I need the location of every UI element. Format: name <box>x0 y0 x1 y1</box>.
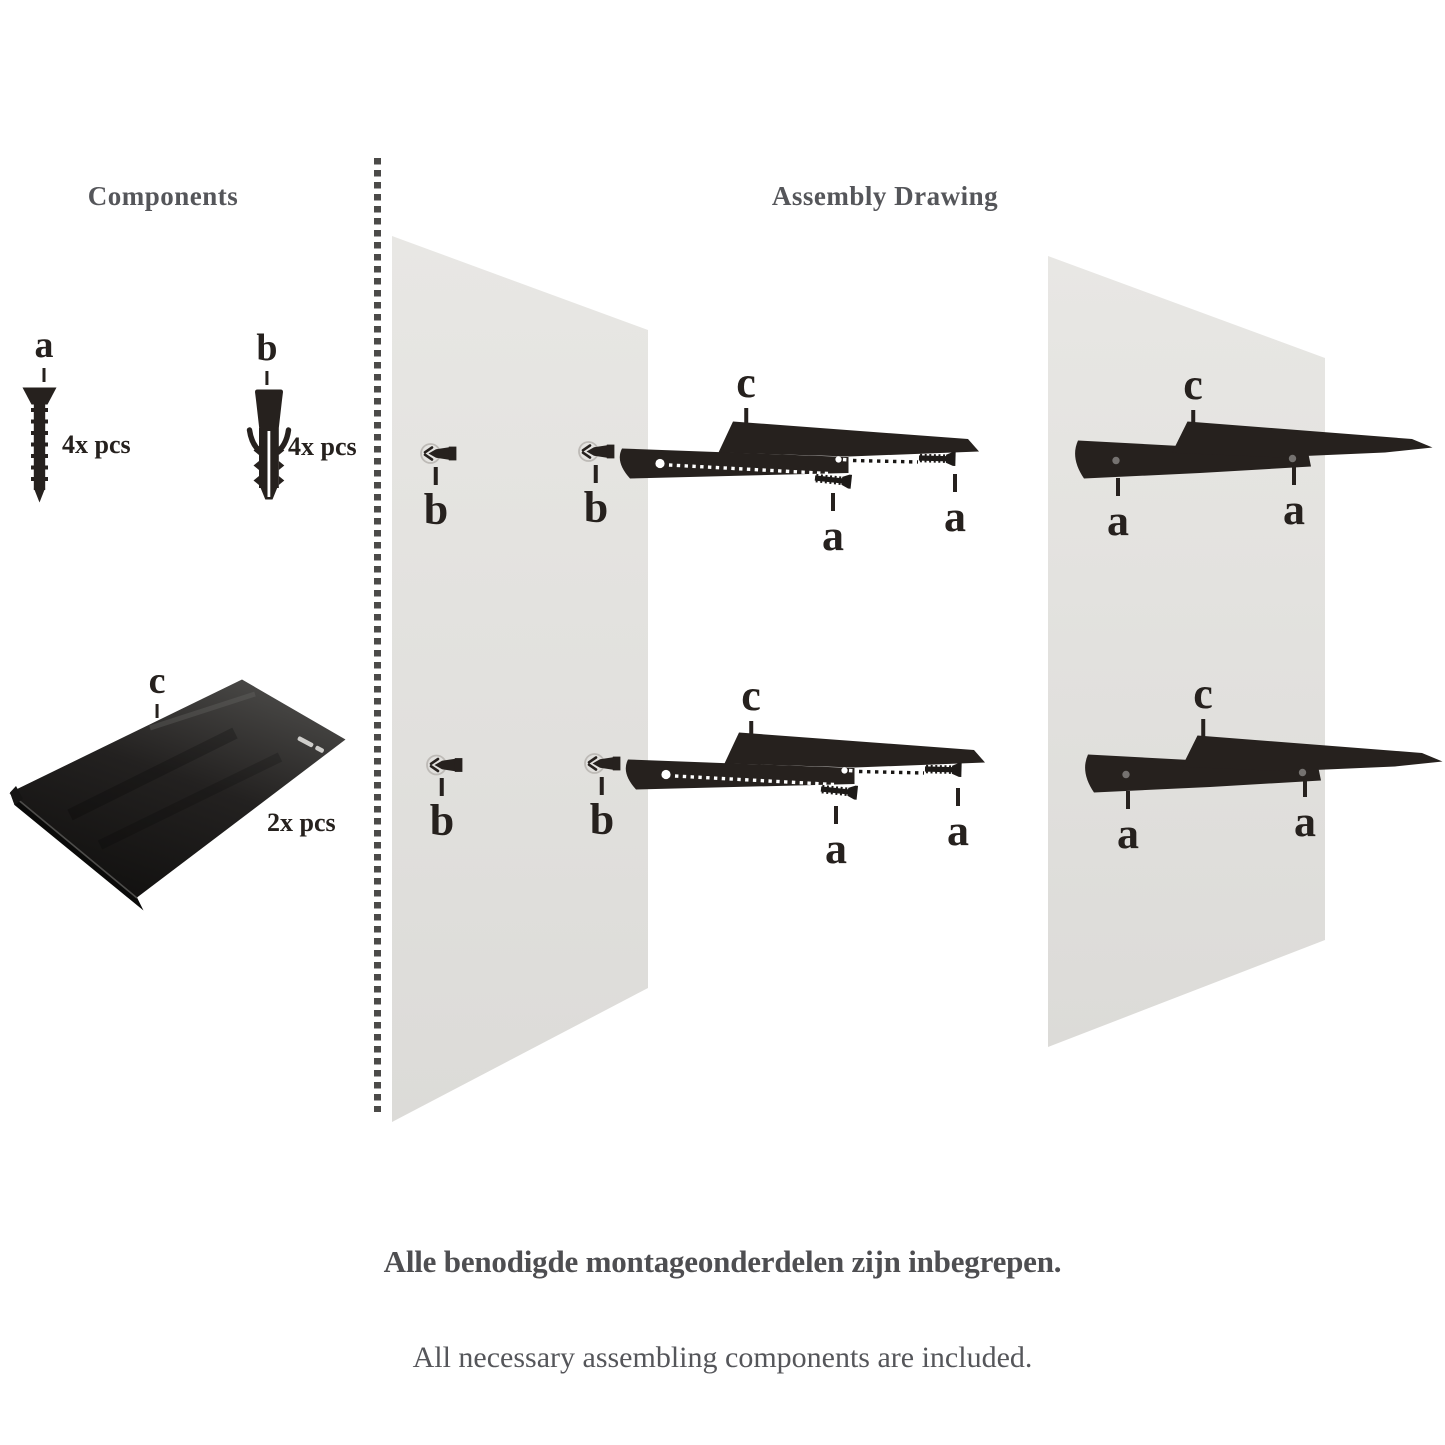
callout-letter: c <box>148 660 166 702</box>
callout-a: a <box>1294 779 1316 846</box>
qty-shelves: 2x pcs <box>267 808 336 837</box>
callout-letter: a <box>1283 485 1305 534</box>
callout-letter: b <box>589 795 615 844</box>
wall-plug-icon <box>246 389 292 500</box>
callout-letter: c <box>736 358 756 407</box>
qty-screws: 4x pcs <box>62 430 131 459</box>
callout-tick <box>831 493 835 511</box>
callout-tick <box>744 407 748 426</box>
callout-b: b <box>429 778 455 845</box>
callout-a: a <box>947 788 969 855</box>
callout-part-a: a <box>34 324 54 383</box>
callout-letter: a <box>34 324 54 366</box>
screw-icon <box>22 387 57 503</box>
callout-letter: b <box>429 796 455 845</box>
callout-a: a <box>825 806 847 873</box>
callout-letter: a <box>944 492 966 541</box>
callout-c: c <box>1183 360 1203 428</box>
assembly-heading: Assembly Drawing <box>771 181 999 211</box>
callout-letter: c <box>741 671 761 720</box>
footer-text-english: All necessary assembling components are … <box>412 1341 1033 1374</box>
callout-letter: c <box>1183 360 1203 409</box>
callout-a: a <box>1117 791 1139 858</box>
callout-letter: b <box>423 485 449 534</box>
callout-part-b: b <box>256 327 278 386</box>
callout-tick <box>1303 779 1307 797</box>
callout-tick <box>155 704 159 719</box>
shelf-brand-mark <box>297 736 324 753</box>
callout-letter: a <box>1107 496 1129 545</box>
callout-a: a <box>944 474 966 541</box>
callout-tick <box>834 806 838 824</box>
callout-tick <box>434 467 438 485</box>
callout-letter: a <box>947 806 969 855</box>
callout-tick <box>440 778 444 796</box>
exploded-shelf-row1 <box>620 422 979 489</box>
callout-tick <box>265 371 269 386</box>
shelf-photo <box>9 679 346 911</box>
callout-letter: a <box>822 511 844 560</box>
callout-letter: a <box>1117 809 1139 858</box>
callout-letter: a <box>825 824 847 873</box>
callout-tick <box>1116 478 1120 496</box>
callout-a: a <box>1283 467 1305 534</box>
callout-tick <box>1201 718 1205 737</box>
callout-tick <box>1191 409 1195 428</box>
callout-tick <box>594 465 598 483</box>
callout-letter: a <box>1294 797 1316 846</box>
assembly-wall-panel-1 <box>392 236 648 1122</box>
callout-b: b <box>423 467 449 534</box>
callout-tick <box>1292 467 1296 485</box>
callout-letter: b <box>256 327 278 369</box>
components-heading: Components <box>87 181 239 211</box>
footer-text-dutch: Alle benodigde montageonderdelen zijn in… <box>383 1244 1062 1279</box>
callout-tick <box>600 777 604 795</box>
callout-a: a <box>822 493 844 560</box>
callout-b: b <box>583 465 609 532</box>
callout-c: c <box>1193 669 1213 737</box>
callout-tick <box>953 474 957 492</box>
exploded-shelf-row2 <box>626 733 985 800</box>
callout-c: c <box>741 671 761 739</box>
qty-plugs: 4x pcs <box>288 432 357 461</box>
callout-tick <box>749 720 753 739</box>
callout-letter: b <box>583 483 609 532</box>
callout-b: b <box>589 777 615 844</box>
callout-c: c <box>736 358 756 426</box>
callout-tick <box>42 368 46 383</box>
callout-part-c: c <box>148 660 166 719</box>
callout-a: a <box>1107 478 1129 545</box>
callout-letter: c <box>1193 669 1213 718</box>
callout-tick <box>956 788 960 806</box>
callout-tick <box>1126 791 1130 809</box>
